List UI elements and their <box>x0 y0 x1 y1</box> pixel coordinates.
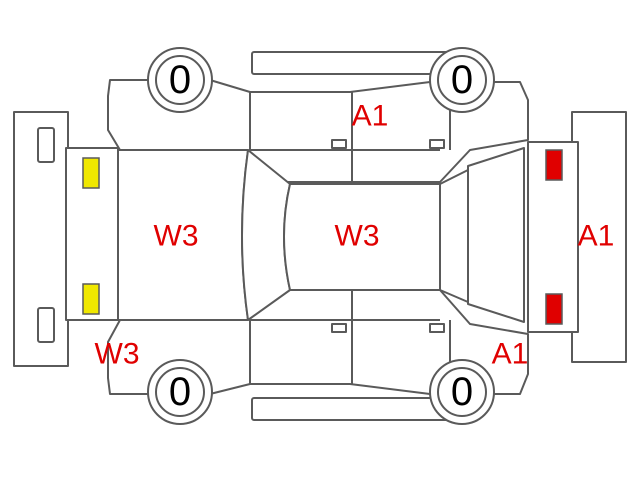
right-rear-quarter-damage-code: A1 <box>492 338 529 371</box>
wheel-front-left: 0 <box>147 47 213 113</box>
wheel-rear-right-value: 0 <box>451 370 473 414</box>
roof <box>283 183 441 291</box>
wheel-rear-right: 0 <box>429 359 495 425</box>
wheel-front-right-value: 0 <box>169 370 191 414</box>
front-lamp-lower <box>82 283 100 315</box>
rear-panel <box>527 141 579 333</box>
rear-lamp-upper <box>545 149 563 181</box>
front-corner-damage-code: W3 <box>95 338 140 371</box>
left-side-sill <box>251 51 451 75</box>
hood-damage-code: W3 <box>154 220 199 253</box>
trunk <box>467 147 525 323</box>
front-lamp-upper <box>82 157 100 189</box>
wheel-front-right: 0 <box>147 359 213 425</box>
right-side-body <box>107 289 529 395</box>
wheel-front-left-value: 0 <box>169 58 191 102</box>
roof-damage-code: W3 <box>335 220 380 253</box>
rear-lamp-lower <box>545 293 563 325</box>
wheel-rear-left-value: 0 <box>451 58 473 102</box>
front-panel <box>65 147 119 321</box>
right-side-sill <box>251 397 451 421</box>
wheel-rear-left: 0 <box>429 47 495 113</box>
rear-bumper <box>571 111 627 363</box>
rear-bumper-damage-code: A1 <box>578 220 615 253</box>
rear-window <box>439 169 469 303</box>
left-rear-door-damage-code: A1 <box>352 100 389 133</box>
front-bumper <box>13 111 69 367</box>
